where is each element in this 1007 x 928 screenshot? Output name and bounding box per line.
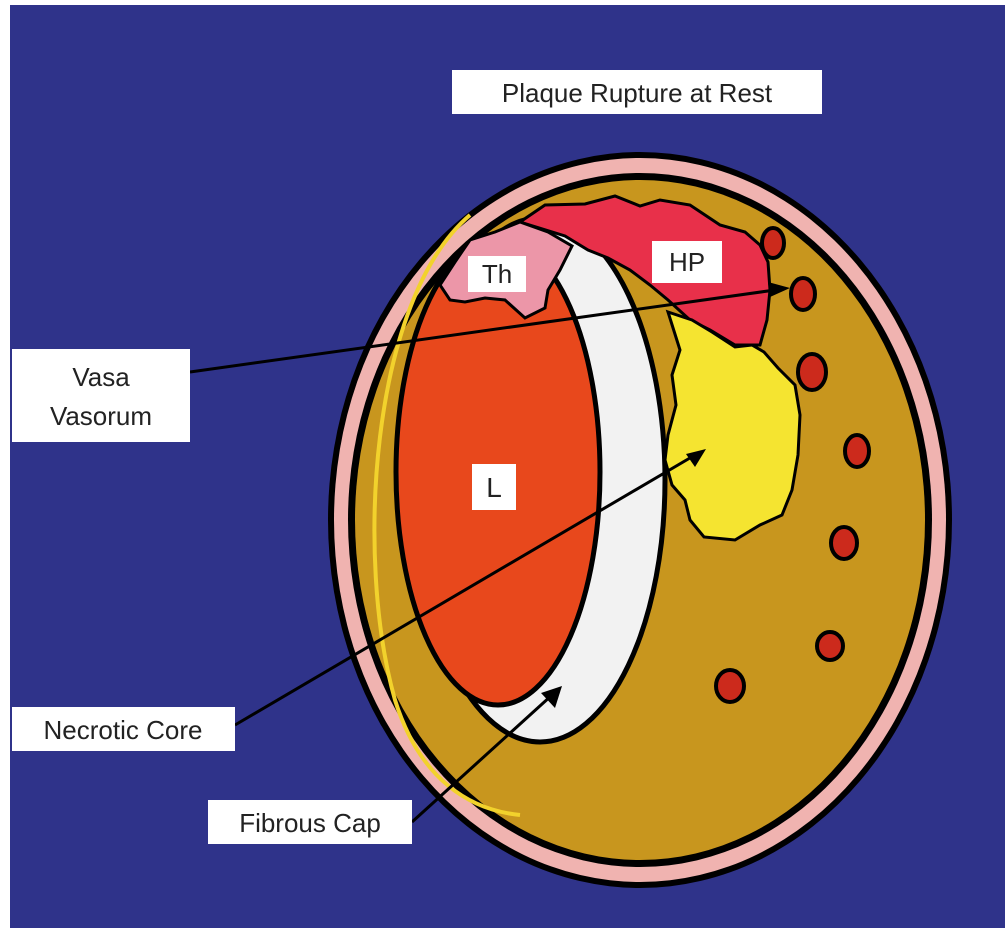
vessel-6 [817, 632, 843, 660]
fibrous-cap-label: Fibrous Cap [239, 808, 381, 838]
lumen-label: L [486, 472, 502, 503]
vasa-vasorum-label-line2: Vasorum [50, 401, 152, 431]
vessel-7 [716, 670, 744, 702]
vessel-5 [831, 527, 857, 559]
diagram-title: Plaque Rupture at Rest [502, 78, 773, 108]
vessel-4 [845, 435, 869, 467]
hemorrhage-label: HP [669, 247, 705, 277]
vasa-vasorum-label-line1: Vasa [72, 362, 130, 392]
vessel-3 [798, 354, 826, 390]
thrombus-label: Th [482, 259, 512, 289]
vessel-2 [791, 278, 815, 310]
necrotic-core-label: Necrotic Core [44, 715, 203, 745]
vessel-1 [762, 228, 784, 258]
